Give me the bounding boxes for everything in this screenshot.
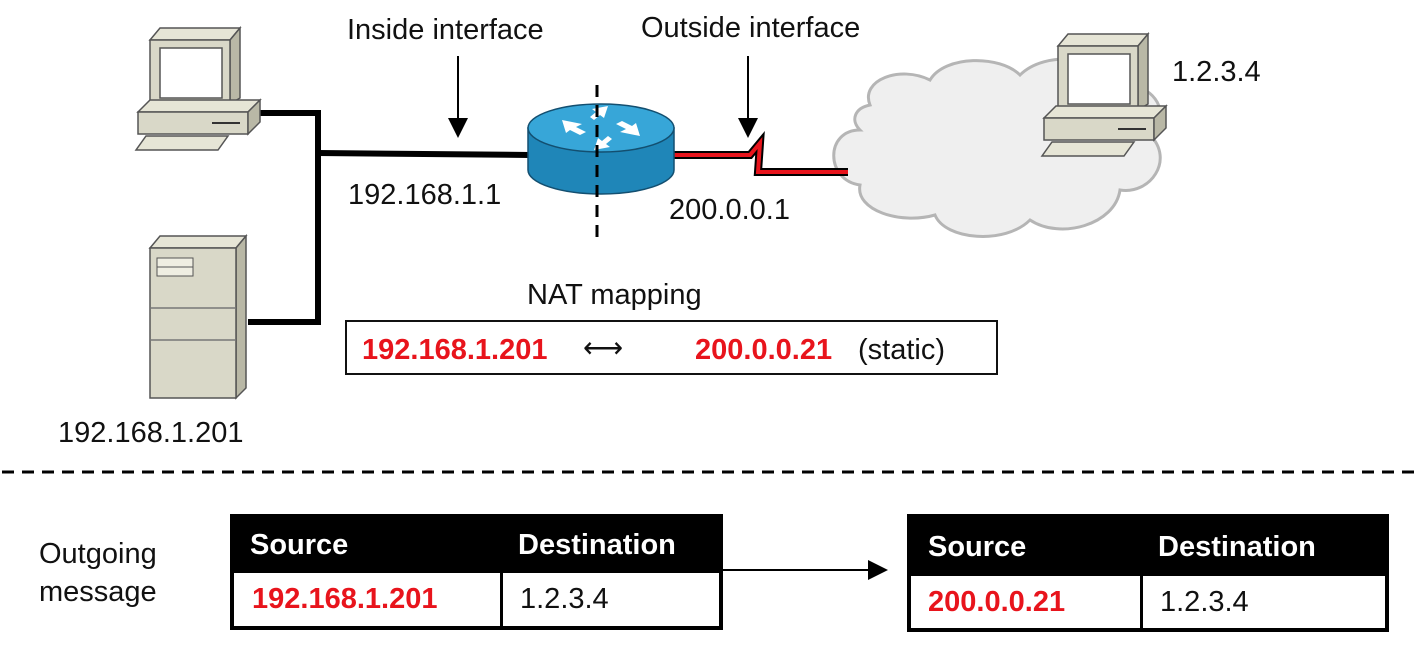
packet-before-table: Source Destination 192.168.1.201 1.2.3.4 [230, 514, 723, 630]
source-address-cell: 200.0.0.21 [928, 585, 1066, 618]
destination-header: Destination [1158, 530, 1316, 563]
source-address-cell: 192.168.1.201 [252, 583, 438, 615]
desktop-computer-icon [134, 25, 262, 151]
destination-address-cell: 1.2.3.4 [1160, 585, 1249, 618]
tower-server-icon [148, 233, 248, 400]
packet-before-header: Source Destination [234, 518, 719, 573]
column-divider [500, 573, 503, 626]
double-arrow-icon: ⟷ [583, 332, 624, 363]
mapping-inside-address: 192.168.1.201 [362, 334, 548, 366]
source-header: Source [250, 529, 349, 561]
packet-after-table: Source Destination 200.0.0.21 1.2.3.4 [907, 514, 1389, 632]
inside-network-links [248, 110, 531, 325]
outside-interface-ip-label: 200.0.0.1 [669, 194, 790, 226]
mapping-type-label: (static) [858, 334, 945, 366]
mapping-outside-address: 200.0.0.21 [695, 334, 833, 366]
nat-mapping-title: NAT mapping [527, 279, 702, 311]
packet-after-row: 200.0.0.21 1.2.3.4 [911, 576, 1385, 628]
destination-address-cell: 1.2.3.4 [520, 583, 609, 615]
column-divider [1140, 576, 1143, 628]
router-icon [527, 103, 675, 195]
outgoing-label-line1: Outgoing [39, 538, 157, 570]
nat-mapping-box [345, 320, 998, 375]
remote-host-computer-icon [1040, 31, 1168, 157]
remote-host-ip-label: 1.2.3.4 [1172, 56, 1261, 88]
outside-interface-label: Outside interface [641, 12, 861, 44]
outside-serial-link [674, 130, 848, 176]
packet-after-header: Source Destination [911, 518, 1385, 576]
server-ip-label: 192.168.1.201 [58, 417, 244, 449]
destination-header: Destination [518, 529, 676, 561]
packet-before-row: 192.168.1.201 1.2.3.4 [234, 573, 719, 626]
inside-interface-label: Inside interface [347, 14, 544, 46]
outgoing-label-line2: message [39, 576, 157, 608]
inside-interface-ip-label: 192.168.1.1 [348, 179, 502, 211]
source-header: Source [928, 530, 1027, 563]
